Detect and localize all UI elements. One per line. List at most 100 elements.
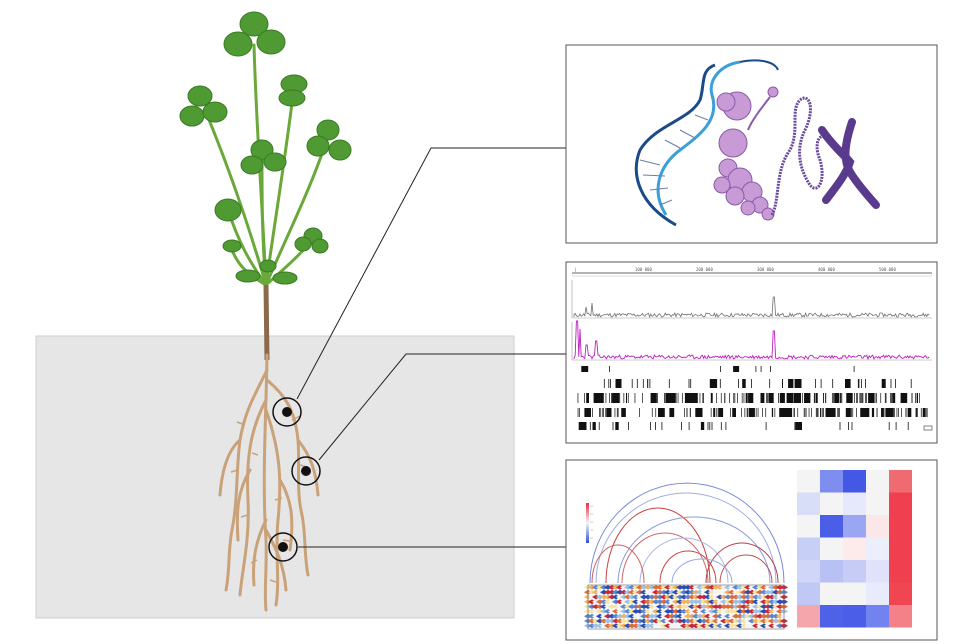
feature-mark (874, 393, 876, 403)
feature-mark (853, 366, 855, 372)
feature-mark (817, 408, 819, 417)
feature-mark (839, 422, 841, 430)
feature-mark (619, 393, 621, 403)
feature-mark (724, 393, 726, 403)
feature-mark (695, 408, 699, 417)
heatmap-cell (843, 560, 866, 583)
feature-mark (857, 379, 859, 388)
feature-mark (805, 408, 807, 417)
feature-mark (668, 379, 670, 388)
feature-mark (857, 393, 858, 403)
feature-mark (915, 408, 917, 417)
feature-mark (861, 393, 862, 403)
feature-mark (711, 393, 712, 403)
feature-mark (820, 408, 822, 417)
root-point-upper[interactable] (272, 397, 302, 427)
feature-mark (817, 393, 818, 403)
feature-mark (839, 408, 840, 417)
feature-mark (636, 379, 638, 388)
heatmap-cell (820, 470, 843, 493)
feature-mark (856, 408, 857, 417)
feature-mark (755, 366, 757, 372)
feature-mark (794, 422, 796, 430)
dna-helix-icon (634, 59, 779, 227)
feature-mark (609, 366, 610, 372)
feature-mark (866, 393, 867, 403)
feature-mark (627, 393, 629, 403)
feature-mark (779, 408, 784, 417)
feature-mark (862, 393, 863, 403)
feature-mark (827, 408, 829, 417)
feature-mark (815, 379, 816, 388)
feature-mark (616, 408, 618, 417)
feature-mark (767, 393, 768, 403)
feature-mark (650, 422, 651, 430)
heatmap-cell (889, 605, 912, 628)
feature-mark (597, 393, 604, 403)
heatmap-cell (843, 582, 866, 605)
feature-mark (815, 408, 817, 417)
feature-mark (729, 393, 730, 403)
feature-mark (887, 408, 888, 417)
feature-mark (888, 422, 890, 430)
feature-mark (711, 422, 713, 430)
feature-mark (584, 408, 591, 417)
interaction-arcs (589, 482, 785, 584)
heatmap-cell (820, 537, 843, 560)
coverage-track-gray (573, 296, 930, 319)
feature-mark (852, 408, 854, 417)
feature-mark (730, 408, 731, 417)
feature-mark (907, 422, 909, 430)
feature-mark (849, 379, 851, 388)
feature-mark (865, 408, 870, 417)
feature-mark (830, 408, 836, 417)
feature-mark (825, 393, 826, 403)
feature-mark (769, 379, 771, 388)
soil-background (35, 335, 515, 619)
heatmap-cell (866, 582, 889, 605)
contact-map-frame (587, 584, 785, 630)
root-point-lower[interactable] (268, 532, 298, 562)
plant-taproot (263, 284, 270, 361)
feature-mark (621, 408, 626, 417)
feature-mark (642, 379, 644, 388)
feature-mark (732, 408, 736, 417)
feature-mark (681, 422, 682, 430)
heatmap-cell (889, 470, 912, 493)
feature-mark (765, 422, 767, 430)
feature-mark (846, 393, 853, 403)
feature-mark (656, 393, 658, 403)
feature-mark (754, 408, 755, 417)
feature-mark (684, 393, 686, 403)
heatmap-cell (843, 515, 866, 538)
coverage-track-magenta (573, 320, 930, 361)
feature-mark (608, 379, 610, 388)
feature-mark (670, 408, 671, 417)
feature-mark (713, 408, 714, 417)
feature-mark (868, 393, 875, 403)
feature-mark (820, 379, 822, 388)
feature-mark (611, 393, 612, 403)
root-point-middle[interactable] (291, 456, 321, 486)
feature-tracks (577, 366, 928, 430)
heatmap-cell (866, 605, 889, 628)
feature-mark (741, 393, 743, 403)
feature-mark (744, 408, 746, 417)
feature-mark (617, 408, 619, 417)
feature-mark (586, 393, 587, 403)
feature-mark (710, 408, 712, 417)
feature-mark (868, 393, 869, 403)
heatmap-cell (843, 492, 866, 515)
feature-mark (623, 393, 625, 403)
feature-mark (782, 379, 783, 388)
feature-mark (626, 393, 627, 403)
feature-mark (774, 408, 776, 417)
chromatin-fiber-loop (770, 96, 832, 216)
feature-mark (615, 422, 619, 430)
feature-mark (926, 408, 928, 417)
feature-mark (848, 393, 849, 403)
feature-mark (804, 393, 806, 403)
ruler-tick-label: 200 000 (696, 267, 713, 272)
